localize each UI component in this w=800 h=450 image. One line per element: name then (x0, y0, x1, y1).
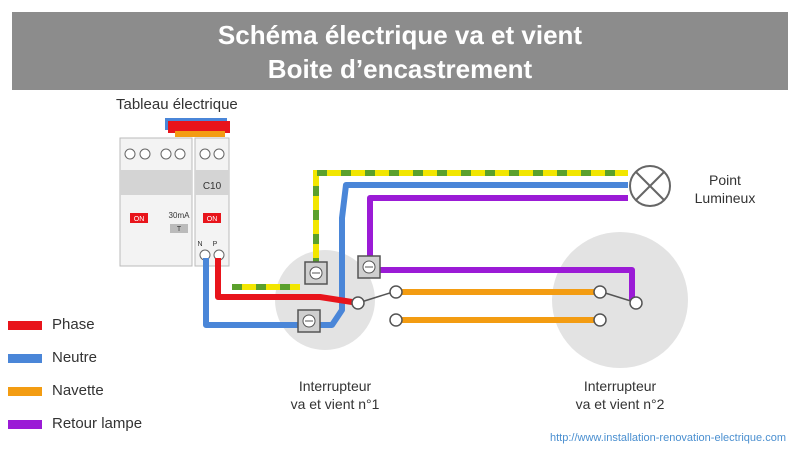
top-terminal-screws (124, 148, 225, 261)
breaker-on-indicator (203, 213, 221, 223)
title-line-2: Boite d’encastrement (267, 54, 533, 84)
lamp-return-wire-2 (380, 267, 635, 300)
title-line-1: Schéma électrique va et vient (217, 20, 583, 50)
switch1-label-line-1: Interrupteur (298, 378, 372, 394)
title-bar: Schéma électrique va et vient Boite d’en… (12, 12, 788, 90)
switch2-contacts (593, 285, 643, 327)
panel-label: Tableau électrique (116, 96, 238, 113)
footer-url[interactable]: http://www.installation-renovation-elect… (549, 432, 786, 444)
switch1-label-line-2: va et vient n°1 (290, 396, 380, 412)
breaker-window (195, 170, 229, 195)
legend-label-neutre: Neutre (52, 349, 98, 366)
terminal-p-label: P (213, 241, 218, 248)
legend-swatch-navette (8, 387, 42, 396)
terminal-blocks (297, 255, 381, 333)
differential-on-indicator (130, 213, 148, 223)
lamp-label-line-2: Lumineux (694, 190, 756, 206)
neutral-wire (203, 182, 628, 328)
breaker-rating: C10 (203, 181, 222, 192)
panel-busbar-red (168, 121, 230, 133)
panel-busbar-orange (175, 131, 225, 137)
phase-wire (215, 258, 353, 305)
lamp-label-line-1: Point (709, 172, 741, 188)
differential-test-button (170, 224, 188, 233)
differential-on-label: ON (134, 216, 145, 223)
differential-rating: 30mA (169, 211, 191, 220)
switch1-contacts (351, 285, 403, 327)
legend-label-retour-lampe: Retour lampe (52, 415, 143, 432)
lamp-icon (629, 165, 671, 207)
legend-swatch-neutre (8, 354, 42, 363)
legend-label-phase: Phase (52, 316, 95, 333)
legend-swatch-phase (8, 321, 42, 330)
legend-label-navette: Navette (52, 382, 104, 399)
lamp-return-wire-1 (367, 195, 628, 262)
differential-type: T (177, 226, 182, 233)
switch2-label-line-1: Interrupteur (583, 378, 657, 394)
earth-wire (232, 170, 628, 290)
differential-switch-window (120, 170, 192, 195)
switch2-label-line-2: va et vient n°2 (575, 396, 665, 412)
legend-swatch-retour-lampe (8, 420, 42, 429)
switch2-box (552, 232, 688, 368)
breaker-on-label: ON (207, 216, 218, 223)
breaker-c10 (194, 137, 230, 267)
terminal-n-label: N (197, 241, 202, 248)
electrical-panel: ON 30mA T C10 ON N P (119, 118, 230, 267)
